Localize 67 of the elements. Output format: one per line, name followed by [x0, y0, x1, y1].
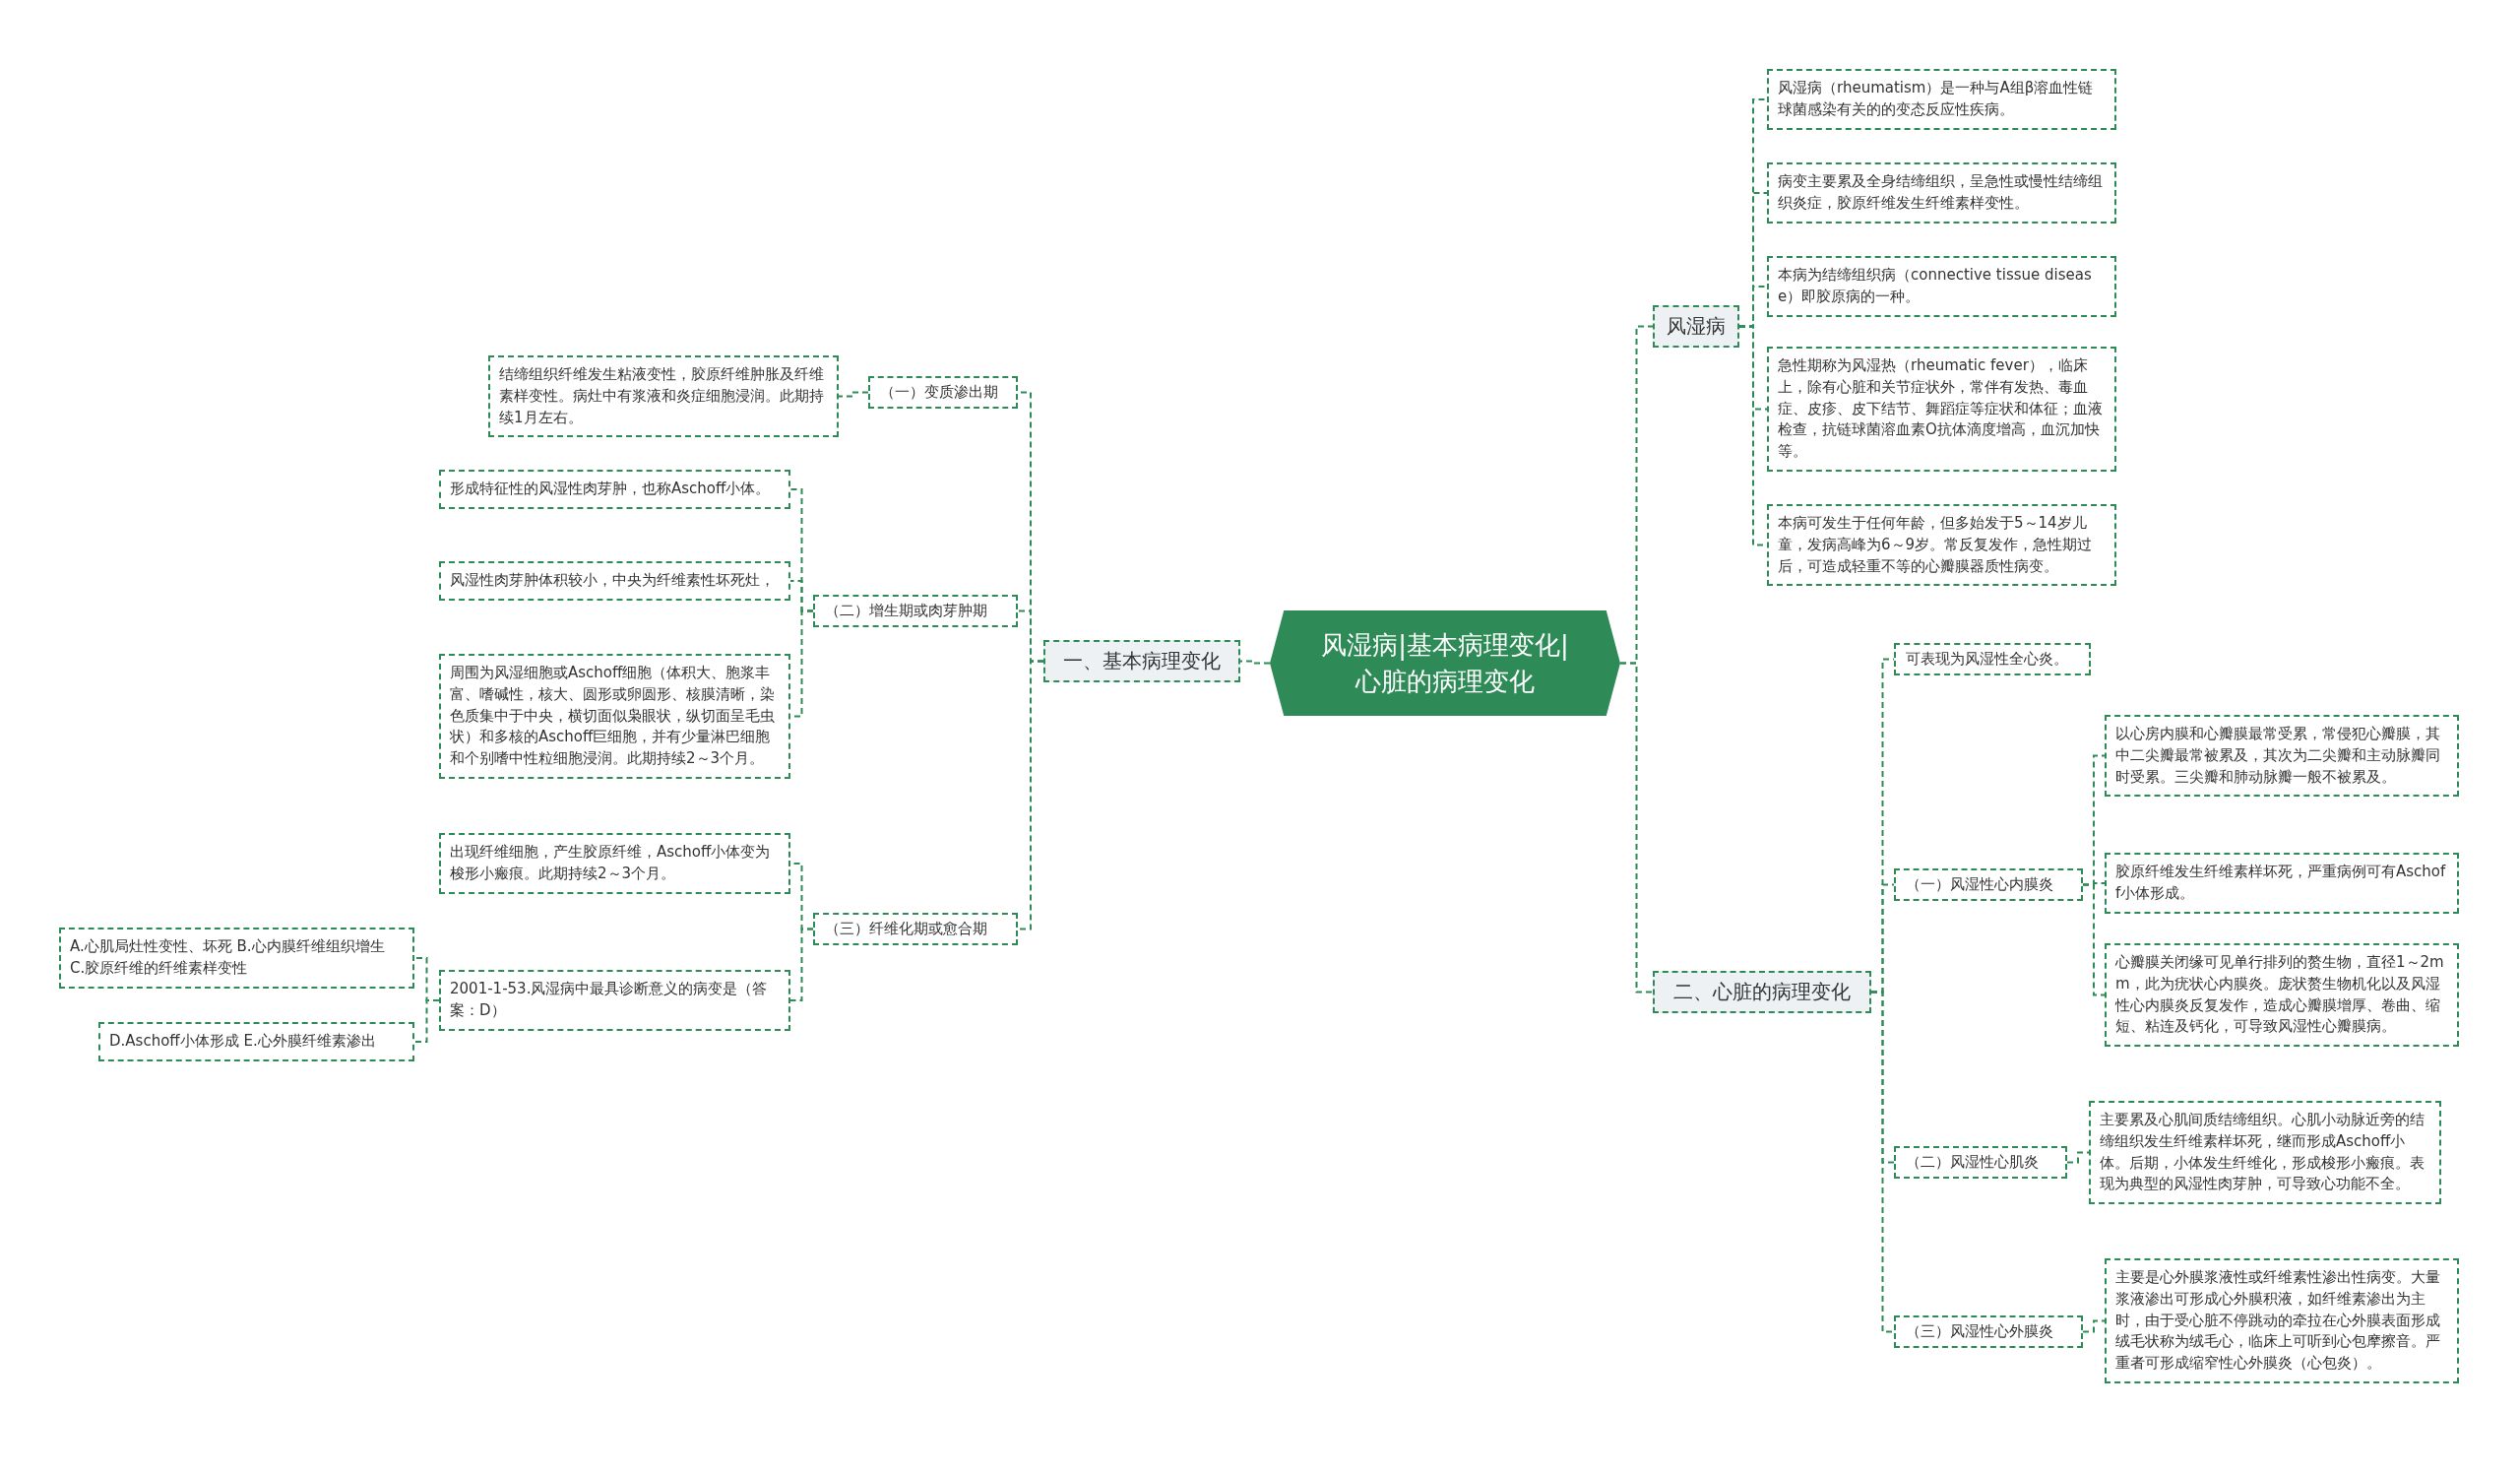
note-box [2105, 853, 2459, 914]
note-box [439, 561, 790, 601]
note-box [1767, 504, 2116, 587]
node-text: 以心房内膜和心瓣膜最常受累，常侵犯心瓣膜，其中二尖瓣最常被累及，其次为二尖瓣和主动脉瓣同时受累。三尖瓣和肺动脉瓣一般不被累及。 [2115, 725, 2440, 786]
note-box [1767, 162, 2116, 224]
node-text: 风湿病 [1667, 313, 1726, 340]
connector-line [789, 928, 814, 1001]
node-text: 周围为风湿细胞或Aschoff细胞（体积大、胞浆丰富、嗜碱性，核大、圆形或卵圆形、核膜清晰，染色质集中于中央，横切面似枭眼状，纵切面呈毛虫状）和多核的Aschoff巨细胞，并有少量淋巴细胞和个别嗜中性粒细胞浸润。此期持续2～3个月。 [450, 664, 775, 767]
node-text: （一）变质渗出期 [880, 383, 998, 402]
node-text: 主要累及心肌间质结缔组织。心肌小动脉近旁的结缔组织发生纤维素样坏死，继而形成Aschoff小体。后期，小体发生纤维化，形成梭形小瘢痕。表现为典型的风湿性肉芽肿，可导致心功能不全。 [2100, 1111, 2425, 1193]
note-box [2105, 715, 2459, 798]
note-box [2105, 943, 2459, 1047]
node-text: A.心肌局灶性变性、坏死 B.心内膜纤维组织增生 C.胶原纤维的纤维素样变性 [70, 937, 385, 977]
node-text: 急性期称为风湿热（rheumatic fever），临床上，除有心脏和关节症状外，常伴有发热、毒血症、皮疹、皮下结节、舞蹈症等症状和体征；血液检查，抗链球菌溶血素O抗体滴度增高，血沉加快等。 [1778, 356, 2103, 460]
note-box [2105, 1258, 2459, 1383]
note-box [98, 1022, 414, 1061]
node-text: 风湿病（rheumatism）是一种与A组β溶血性链球菌感染有关的的变态反应性疾病。 [1778, 79, 2094, 118]
node-text: 风湿病|基本病理变化|心脏的病理变化 [1320, 629, 1570, 698]
node-text: 形成特征性的风湿性肉芽肿，也称Aschoff小体。 [450, 480, 771, 497]
connector-line [2082, 883, 2106, 996]
subtopic-box [813, 595, 1018, 627]
subtopic-box [813, 913, 1018, 945]
connector-line [1017, 660, 1044, 930]
branch-topic-box [1653, 305, 1739, 348]
subtopic-box [868, 376, 1018, 409]
node-text: 出现纤维细胞，产生胶原纤维，Aschoff小体变为梭形小瘢痕。此期持续2～3个月。 [450, 843, 771, 882]
node-text: 心瓣膜关闭缘可见单行排列的赘生物，直径1～2mm，此为疣状心内膜炎。庞状赘生物机化以及风湿性心内膜炎反复发作，造成心瓣膜增厚、卷曲、缩短、粘连及钙化，可导致风湿性心瓣膜病。 [2115, 953, 2444, 1036]
node-text: 二、心脏的病理变化 [1673, 979, 1851, 1005]
connector-line [838, 391, 869, 398]
node-text: 胶原纤维发生纤维素样坏死，严重病例可有Aschoff小体形成。 [2115, 863, 2446, 902]
connector-line [413, 999, 440, 1043]
node-text: 本病可发生于任何年龄，但多始发于5～14岁儿童，发病高峰为6～9岁。常反复发作，急性期过后，可造成轻重不等的心瓣膜器质性病变。 [1778, 514, 2093, 575]
node-text: （三）风湿性心外膜炎 [1906, 1322, 2053, 1341]
node-text: （三）纤维化期或愈合期 [825, 920, 987, 938]
note-box [1767, 347, 2116, 472]
note-box [439, 833, 790, 894]
branch-topic-box [1043, 640, 1240, 682]
node-text: D.Aschoff小体形成 E.心外膜纤维素渗出 [109, 1032, 376, 1050]
node-text: （一）风湿性心内膜炎 [1906, 875, 2053, 894]
note-box [59, 928, 414, 989]
node-text: （二）增生期或肉芽肿期 [825, 602, 987, 620]
subtopic-box [1894, 868, 2083, 901]
subtopic-box [1894, 1315, 2083, 1348]
node-text: 风湿性肉芽肿体积较小，中央为纤维素性坏死灶， [450, 571, 775, 589]
connector-line [1619, 662, 1654, 993]
node-text: 一、基本病理变化 [1063, 648, 1221, 674]
note-box [1767, 69, 2116, 130]
node-text: 本病为结缔组织病（connective tissue disease）即胶原病的一种。 [1778, 266, 2092, 305]
note-box [2089, 1101, 2441, 1204]
node-text: 结缔组织纤维发生粘液变性，胶原纤维肿胀及纤维素样变性。病灶中有浆液和炎症细胞浸润。此期持续1月左右。 [499, 365, 824, 426]
note-box [439, 970, 790, 1031]
subtopic-box [1894, 643, 2091, 675]
node-text: 病变主要累及全身结缔组织，呈急性或慢性结缔组织炎症，胶原纤维发生纤维素样变性。 [1778, 172, 2103, 212]
node-text: 2001-1-53.风湿病中最具诊断意义的病变是（答案：D） [450, 980, 768, 1019]
connector-line [2066, 1151, 2090, 1164]
note-box [439, 654, 790, 779]
note-box [1767, 256, 2116, 317]
connector-line [2082, 1319, 2106, 1333]
subtopic-box [1894, 1146, 2067, 1179]
node-text: （二）风湿性心肌炎 [1906, 1153, 2039, 1172]
branch-topic-box [1653, 971, 1871, 1013]
connector-line [1870, 991, 1895, 1333]
connector-line [1239, 660, 1271, 665]
node-text: 主要是心外膜浆液性或纤维素性渗出性病变。大量浆液渗出可形成心外膜积液，如纤维素渗出为主时，由于受心脏不停跳动的牵拉在心外膜表面形成绒毛状称为绒毛心，临床上可听到心包摩擦音。严重者可形成缩窄性心外膜炎（心包炎）。 [2115, 1268, 2440, 1372]
note-box [488, 355, 839, 438]
note-box [439, 470, 790, 509]
node-text: 可表现为风湿性全心炎。 [1906, 650, 2068, 669]
